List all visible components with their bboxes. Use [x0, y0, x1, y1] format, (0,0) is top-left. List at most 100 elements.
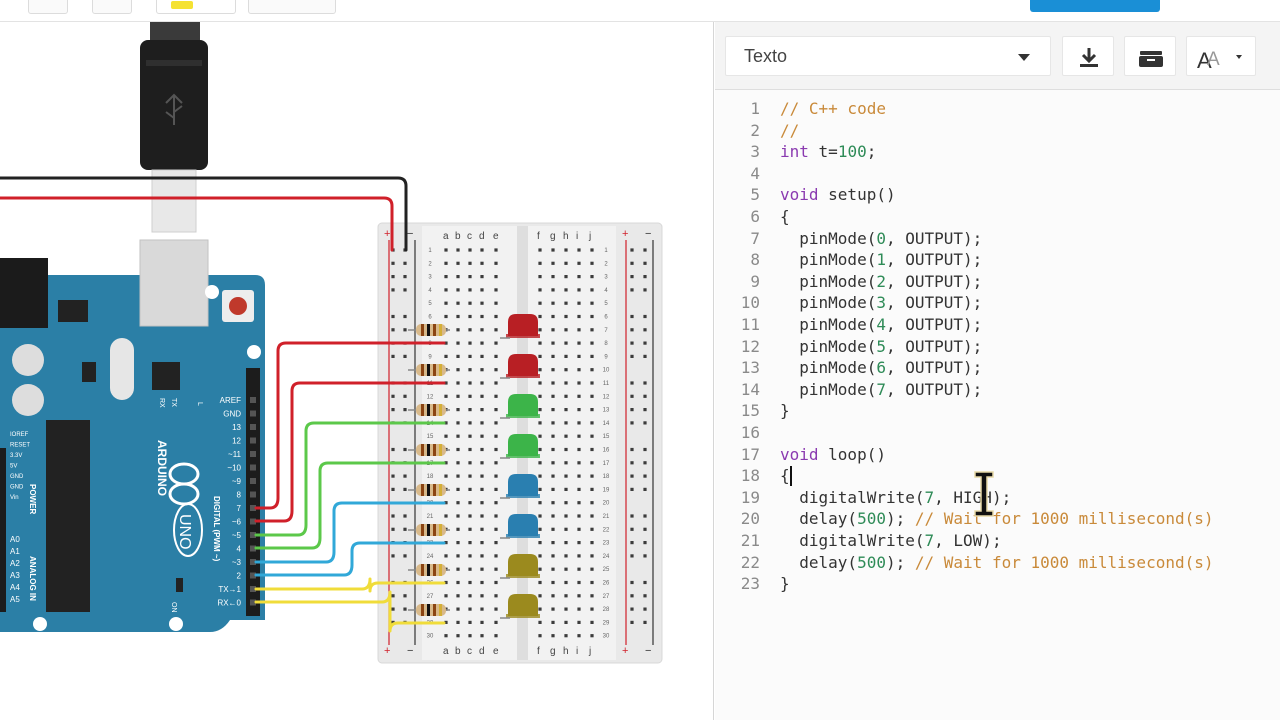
- breadboard-hole: [444, 275, 448, 279]
- code-line[interactable]: 18{: [715, 465, 1280, 487]
- code-line[interactable]: 7 pinMode(0, OUTPUT);: [715, 228, 1280, 250]
- rail-minus-label: −: [407, 645, 413, 657]
- wire-pin-6[interactable]: [254, 381, 446, 523]
- wire-gnd[interactable]: [0, 176, 408, 252]
- breadboard-hole: [564, 514, 568, 518]
- breadboard-hole: [494, 487, 498, 491]
- code-line[interactable]: 9 pinMode(2, OUTPUT);: [715, 271, 1280, 293]
- row-number: 30: [427, 634, 434, 640]
- download-button[interactable]: [1062, 36, 1114, 76]
- wire-pin-3[interactable]: [254, 501, 446, 564]
- start-simulation-button[interactable]: [1030, 0, 1160, 12]
- code-line[interactable]: 8 pinMode(1, OUTPUT);: [715, 249, 1280, 271]
- pin-label: RX←0: [217, 599, 241, 608]
- code-line[interactable]: 10 pinMode(3, OUTPUT);: [715, 292, 1280, 314]
- breadboard-hole: [444, 541, 448, 545]
- led[interactable]: [508, 514, 538, 536]
- crystal-oscillator: [110, 338, 134, 400]
- code-line[interactable]: 21 digitalWrite(7, LOW);: [715, 530, 1280, 552]
- flip-icon[interactable]: [348, 0, 464, 14]
- code-line[interactable]: 16: [715, 422, 1280, 444]
- tx-label: TX: [170, 398, 177, 407]
- breadboard-hole: [551, 541, 555, 545]
- breadboard-hole: [551, 248, 555, 252]
- code-line[interactable]: 11 pinMode(4, OUTPUT);: [715, 314, 1280, 336]
- code-line[interactable]: 14 pinMode(7, OUTPUT);: [715, 379, 1280, 401]
- code-line[interactable]: 2//: [715, 120, 1280, 142]
- wire-pin-0[interactable]: [254, 590, 446, 633]
- code-line[interactable]: 22 delay(500); // Wait for 1000 millisec…: [715, 552, 1280, 574]
- breadboard-hole: [444, 434, 448, 438]
- row-number: 5: [428, 301, 432, 307]
- code-line[interactable]: 13 pinMode(6, OUTPUT);: [715, 357, 1280, 379]
- wire-pin-5[interactable]: [254, 421, 446, 537]
- wire-pin-4[interactable]: [254, 461, 446, 550]
- pin-label: ~5: [232, 531, 242, 540]
- breadboard-hole: [551, 461, 555, 465]
- code-mode-dropdown[interactable]: Texto: [725, 36, 1051, 76]
- rail-hole: [630, 607, 634, 611]
- rail-plus-label: +: [384, 228, 390, 240]
- code-token: }: [780, 574, 790, 594]
- led[interactable]: [508, 394, 538, 416]
- code-line[interactable]: 20 delay(500); // Wait for 1000 millisec…: [715, 508, 1280, 530]
- rail-hole: [643, 354, 647, 358]
- breadboard-hole: [590, 461, 594, 465]
- pin-label: A2: [10, 559, 20, 568]
- led[interactable]: [508, 554, 538, 576]
- breadboard-hole: [456, 594, 460, 598]
- breadboard-hole: [590, 554, 594, 558]
- rail-hole: [643, 620, 647, 624]
- code-line[interactable]: 15}: [715, 400, 1280, 422]
- wire-pin-2[interactable]: [254, 541, 446, 577]
- font-size-button[interactable]: A A: [1186, 36, 1256, 76]
- code-line[interactable]: 6{: [715, 206, 1280, 228]
- led-base: [506, 374, 540, 378]
- undo-icon[interactable]: [92, 0, 132, 14]
- rotate-icon[interactable]: [28, 0, 68, 14]
- code-line[interactable]: 4: [715, 163, 1280, 185]
- resistor-band: [439, 564, 442, 576]
- breadboard-hole: [590, 314, 594, 319]
- breadboard-hole: [480, 461, 484, 465]
- wire-pin-7[interactable]: [254, 341, 446, 510]
- breadboard-hole: [444, 341, 448, 345]
- code-panel: Texto A A: [715, 22, 1280, 720]
- wire-type-button[interactable]: [248, 0, 336, 14]
- rail-minus-label: −: [645, 228, 651, 240]
- breadboard-hole: [590, 354, 594, 358]
- led[interactable]: [508, 474, 538, 496]
- code-line[interactable]: 23}: [715, 573, 1280, 595]
- code-token: ;: [866, 142, 877, 162]
- arduino-uno-board[interactable]: [0, 275, 265, 632]
- code-token: , OUTPUT);: [885, 315, 983, 334]
- rail-hole: [391, 394, 395, 398]
- text-caret: [790, 466, 792, 487]
- row-number: 14: [603, 421, 610, 427]
- code-line[interactable]: 19 digitalWrite(7, HIGH);: [715, 487, 1280, 509]
- rail-hole: [630, 328, 634, 332]
- breadboard-hole: [551, 634, 555, 638]
- led[interactable]: [508, 434, 538, 456]
- rail-hole: [630, 514, 634, 518]
- breadboard-hole: [468, 527, 472, 531]
- resistor-band: [439, 484, 442, 496]
- breadboard-hole: [480, 394, 484, 398]
- led[interactable]: [508, 594, 538, 616]
- led[interactable]: [508, 314, 538, 336]
- wire-pin-1[interactable]: [254, 577, 446, 593]
- led[interactable]: [508, 354, 538, 376]
- breadboard-hole: [456, 607, 460, 611]
- color-picker-button[interactable]: [156, 0, 236, 14]
- code-line[interactable]: 1// C++ code: [715, 98, 1280, 120]
- line-number: 12: [740, 336, 760, 356]
- libraries-button[interactable]: [1124, 36, 1176, 76]
- breadboard-hole: [577, 261, 581, 265]
- wire-5v[interactable]: [0, 196, 394, 252]
- code-line[interactable]: 12 pinMode(5, OUTPUT);: [715, 336, 1280, 358]
